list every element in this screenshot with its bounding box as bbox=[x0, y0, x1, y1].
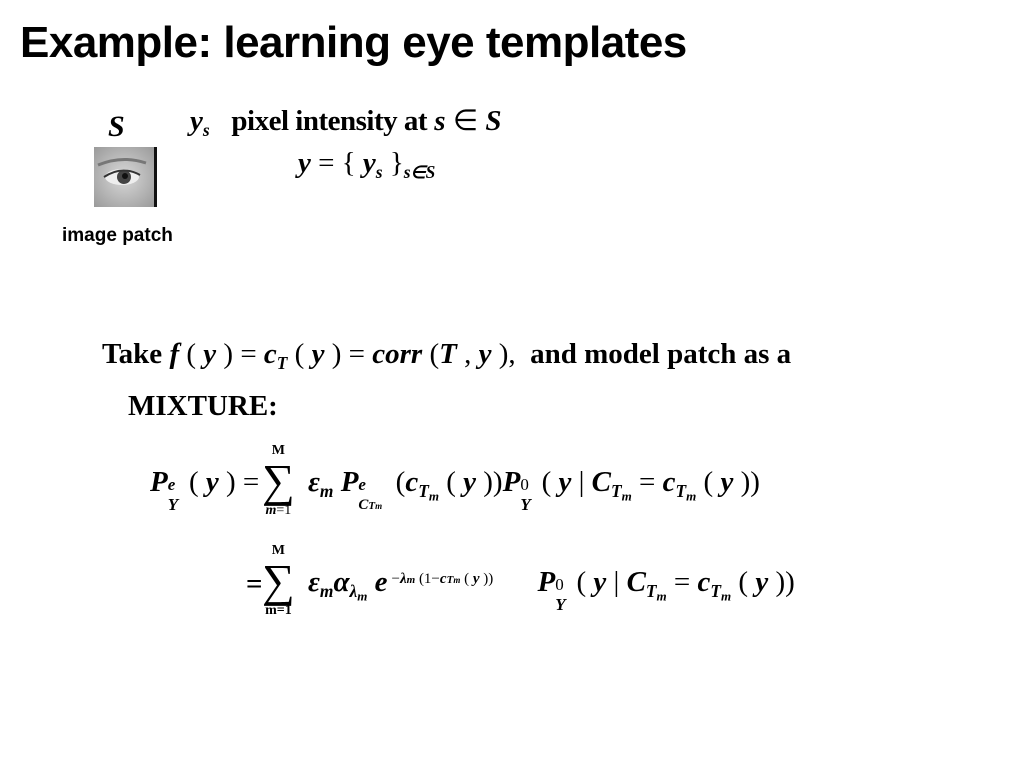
patch-caption: image patch bbox=[62, 225, 173, 246]
set-definition: y = { ys }s∈S bbox=[298, 147, 436, 183]
sum-index-1: m bbox=[265, 503, 277, 518]
definition-text: pixel intensity at bbox=[231, 105, 428, 137]
sum-lower-2: m=1 bbox=[265, 603, 292, 618]
summation-2: M ∑ m=1 bbox=[262, 543, 295, 618]
sum-upper-1: M bbox=[271, 443, 285, 458]
sum-start-1: =1 bbox=[276, 503, 292, 518]
mixture-word: MIXTURE: bbox=[128, 390, 278, 422]
take-word: Take bbox=[102, 338, 163, 370]
eye-patch-image bbox=[94, 147, 157, 207]
equation-line-2-equals: = bbox=[246, 568, 263, 600]
take-suffix: and model patch as a bbox=[530, 338, 792, 370]
summation-1: M ∑ m=1 bbox=[262, 443, 295, 518]
definition-line: ys pixel intensity at s ∈ S bbox=[190, 105, 502, 141]
slide-title: Example: learning eye templates bbox=[20, 18, 687, 67]
patch-label: S bbox=[108, 110, 125, 143]
sum-upper-2: M bbox=[271, 543, 285, 558]
take-line: Take f ( y ) = cT ( y ) = corr (T , y ),… bbox=[102, 338, 792, 374]
